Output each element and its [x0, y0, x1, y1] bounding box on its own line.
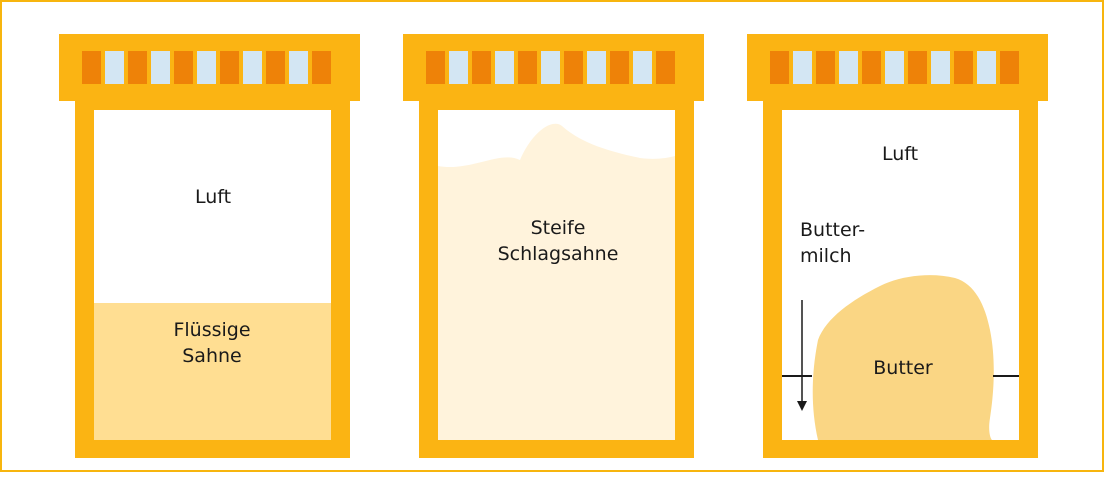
lid-square-light	[541, 51, 560, 84]
lid-square-dark	[564, 51, 583, 84]
lid-square-dark	[128, 51, 147, 84]
lid-square-dark	[954, 51, 973, 84]
lid-square-light	[931, 51, 950, 84]
lid-square-dark	[656, 51, 675, 84]
lid-square-light	[839, 51, 858, 84]
jar-1-label-air: Luft	[163, 184, 263, 210]
lid-square-light	[197, 51, 216, 84]
lid-square-dark	[610, 51, 629, 84]
lid-square-light	[289, 51, 308, 84]
jar-3-label-air: Luft	[850, 141, 950, 167]
lid-square-dark	[518, 51, 537, 84]
lid-square-dark	[472, 51, 491, 84]
lid-square-light	[885, 51, 904, 84]
jar-2-whipped-cream	[438, 124, 675, 440]
lid-square-light	[243, 51, 262, 84]
jar-3-lid-pattern	[770, 51, 1019, 84]
jar-1-lid-pattern	[82, 51, 331, 84]
jar-2-lid-pattern	[426, 51, 675, 84]
lid-square-light	[105, 51, 124, 84]
jar-2-label-whipped-cream: Steife Schlagsahne	[485, 215, 631, 267]
jar-1	[59, 34, 360, 458]
lid-square-light	[151, 51, 170, 84]
lid-square-dark	[220, 51, 239, 84]
jar-3	[747, 34, 1048, 458]
lid-square-light	[495, 51, 514, 84]
lid-square-dark	[1000, 51, 1019, 84]
lid-square-dark	[770, 51, 789, 84]
lid-square-light	[449, 51, 468, 84]
lid-square-dark	[312, 51, 331, 84]
lid-square-light	[587, 51, 606, 84]
lid-square-dark	[908, 51, 927, 84]
jar-3-label-buttermilk: Butter- milch	[800, 217, 870, 269]
jar-3-label-butter: Butter	[848, 355, 958, 381]
lid-square-dark	[862, 51, 881, 84]
lid-square-light	[793, 51, 812, 84]
lid-square-dark	[82, 51, 101, 84]
lid-square-dark	[426, 51, 445, 84]
lid-square-light	[977, 51, 996, 84]
lid-square-dark	[174, 51, 193, 84]
jar-3-arrow-head	[797, 401, 807, 411]
lid-square-light	[633, 51, 652, 84]
lid-square-dark	[816, 51, 835, 84]
jar-1-label-liquid-cream: Flüssige Sahne	[152, 317, 272, 369]
lid-square-dark	[266, 51, 285, 84]
